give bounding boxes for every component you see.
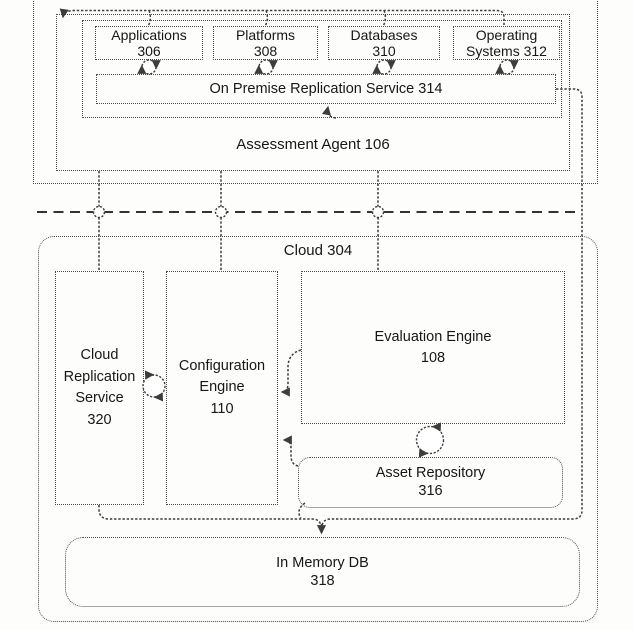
operating-systems-label: Operating Systems 312 xyxy=(466,27,547,59)
applications-label: Applications 306 xyxy=(111,27,187,59)
operating-systems-box: Operating Systems 312 xyxy=(453,26,560,60)
evaluation-engine-label: Evaluation Engine 108 xyxy=(374,328,492,366)
evaluation-engine-box: Evaluation Engine 108 xyxy=(301,271,565,424)
databases-label: Databases 310 xyxy=(350,27,418,59)
cloud-replication-service-label: Cloud Replication Service 320 xyxy=(63,347,136,428)
platforms-label: Platforms 308 xyxy=(235,27,296,59)
boundary-crossing-circle xyxy=(371,205,385,219)
boundary-crossing-circle xyxy=(92,205,106,219)
on-premise-replication-service-label: On Premise Replication Service 314 xyxy=(209,81,443,97)
in-memory-db-box: In Memory DB 318 xyxy=(65,537,580,607)
asset-repository-label: Asset Repository 316 xyxy=(375,465,486,499)
on-premise-environment-box xyxy=(33,0,598,184)
applications-box: Applications 306 xyxy=(95,26,203,60)
asset-repository-box: Asset Repository 316 xyxy=(298,457,563,508)
cloud-replication-service-box: Cloud Replication Service 320 xyxy=(55,271,144,505)
configuration-engine-label: Configuration Engine 110 xyxy=(178,357,266,417)
cloud-label: Cloud 304 xyxy=(283,242,353,259)
on-premise-replication-service-box: On Premise Replication Service 314 xyxy=(96,74,556,104)
platforms-box: Platforms 308 xyxy=(213,26,318,60)
in-memory-db-label: In Memory DB 318 xyxy=(276,554,369,590)
assessment-agent-label: Assessment Agent 106 xyxy=(236,136,390,153)
databases-box: Databases 310 xyxy=(328,26,440,60)
boundary-crossing-circle xyxy=(214,205,228,219)
configuration-engine-box: Configuration Engine 110 xyxy=(166,271,278,505)
